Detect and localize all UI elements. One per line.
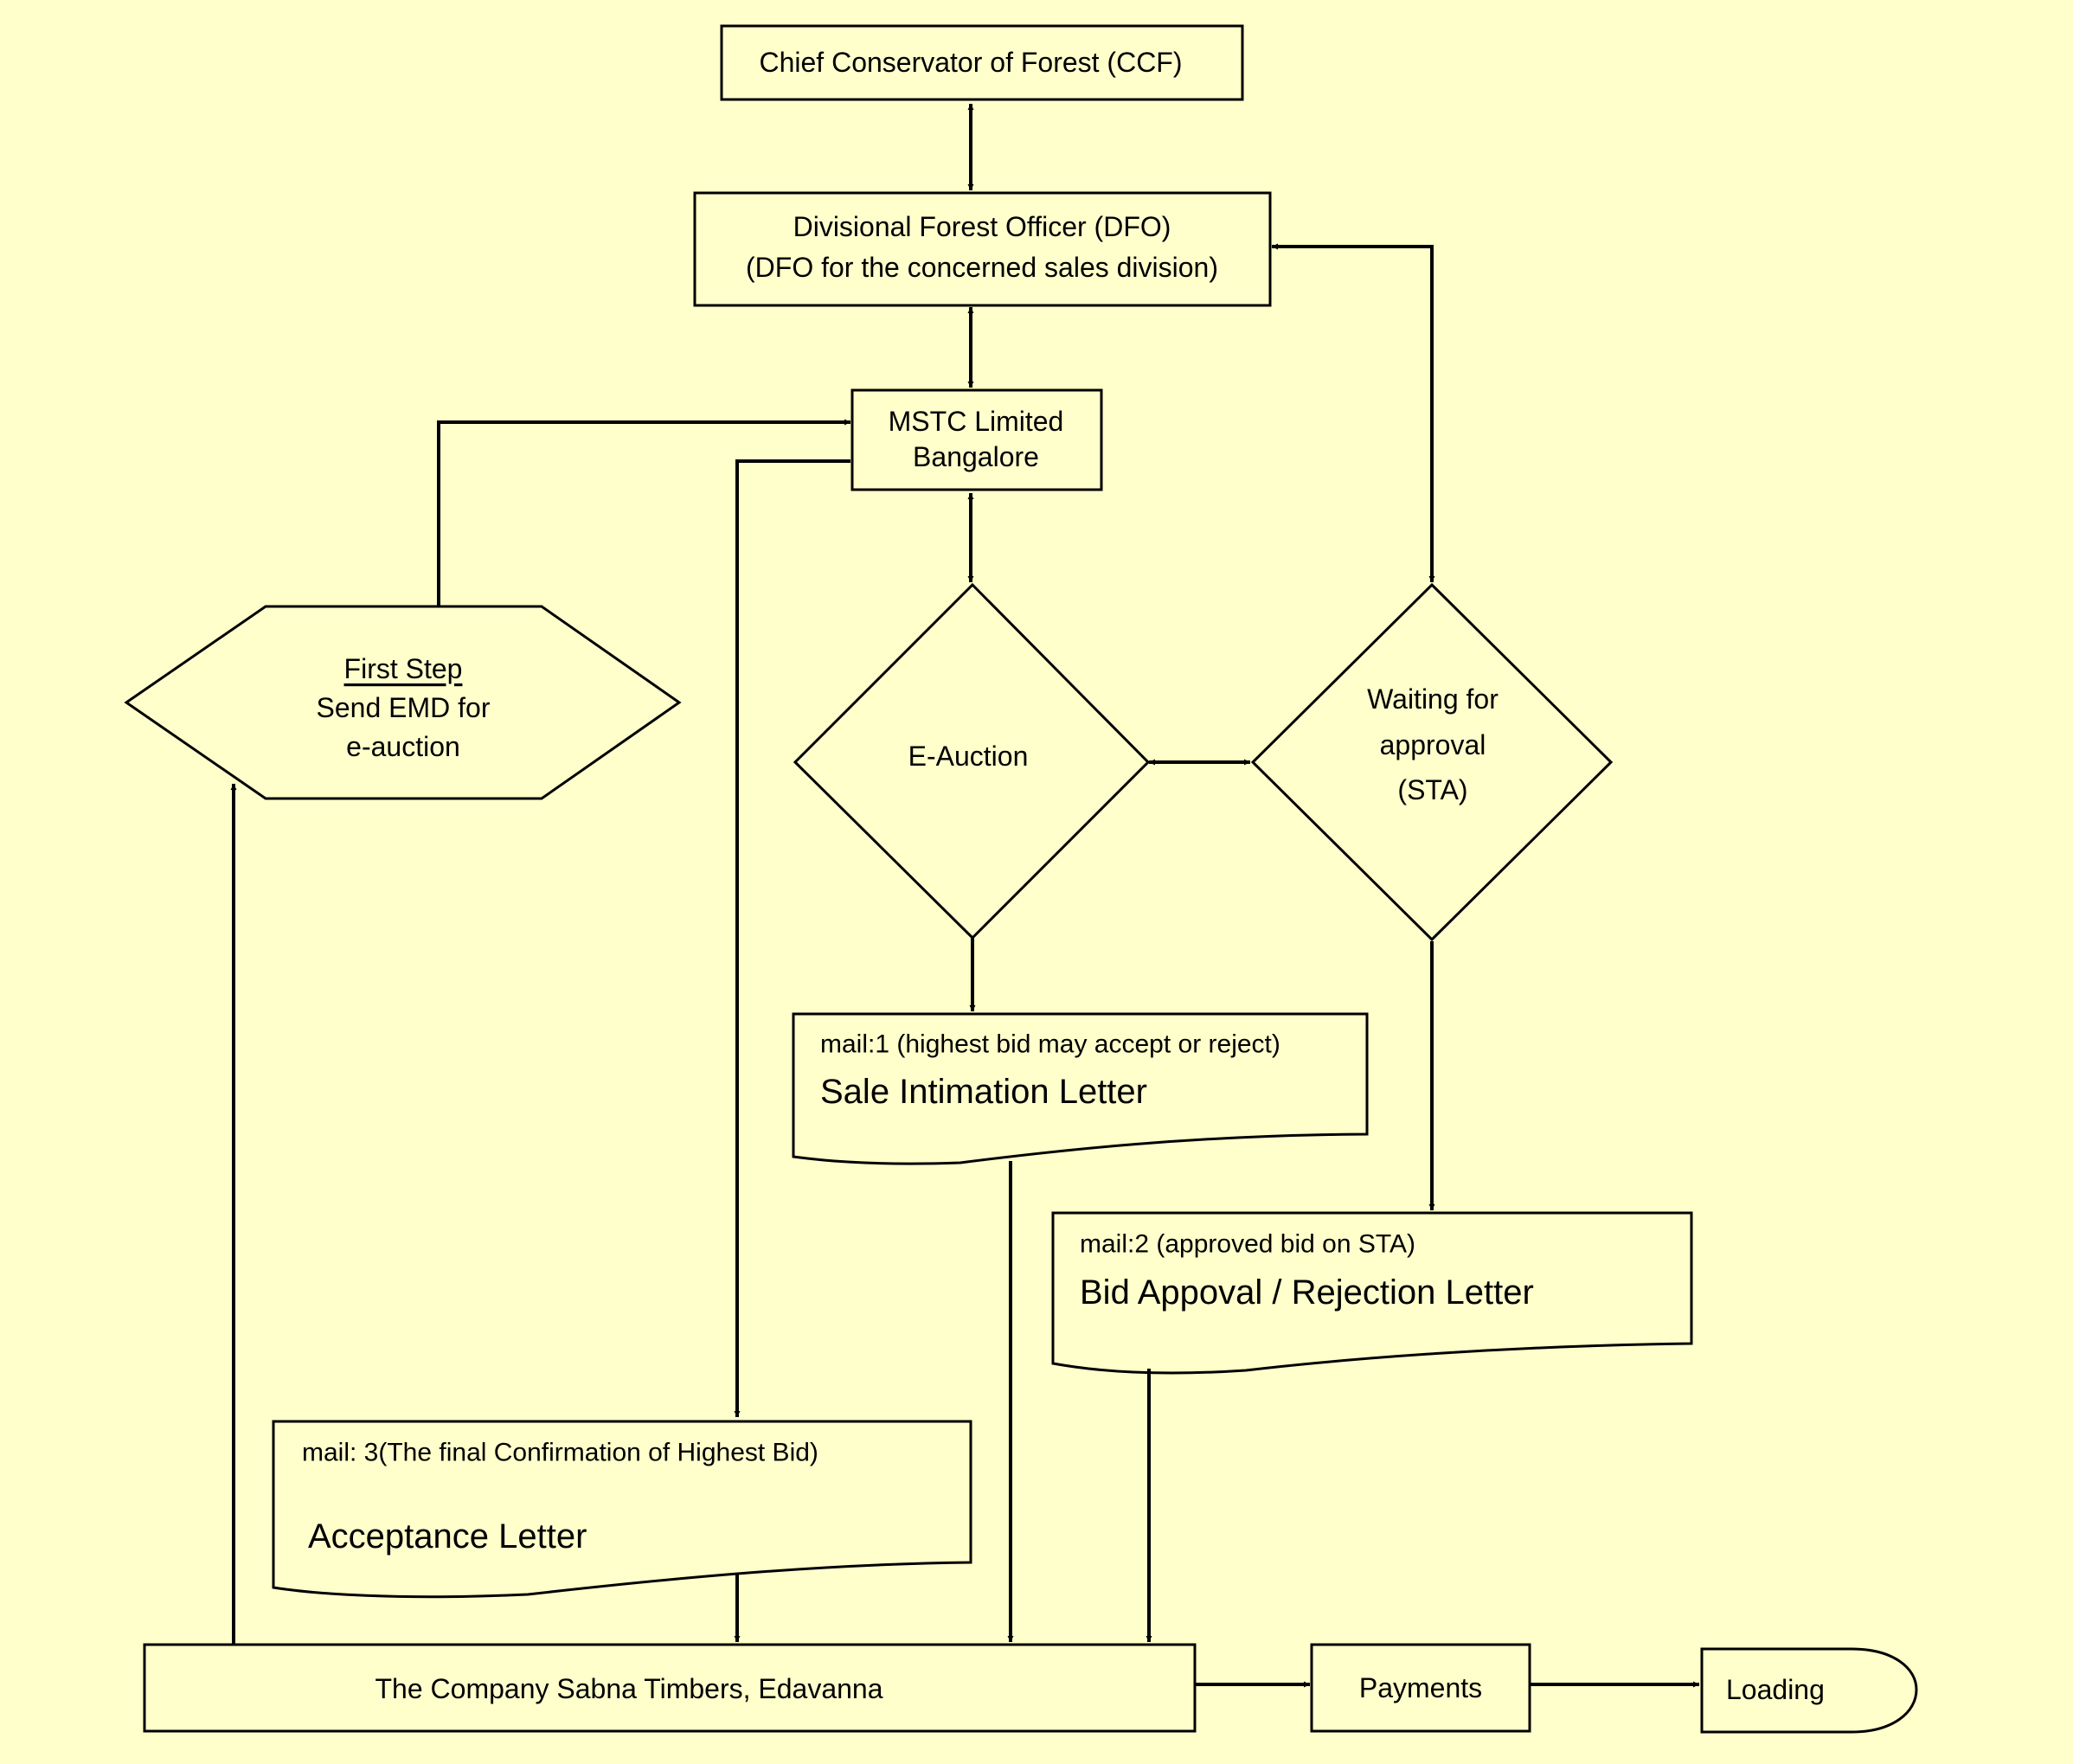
edge-firststep-mstc xyxy=(437,419,850,606)
node-mail2: mail:2 (approved bid on STA) Bid Appoval… xyxy=(1051,1211,1693,1375)
waiting-line1: Waiting for xyxy=(1367,683,1499,715)
payments-label: Payments xyxy=(1359,1672,1482,1703)
node-e-auction: E-Auction xyxy=(793,582,1151,940)
node-ccf: Chief Conservator of Forest (CCF) xyxy=(720,24,1244,101)
connectors xyxy=(230,104,1699,1688)
dfo-label-line1: Divisional Forest Officer (DFO) xyxy=(793,211,1171,242)
first-step-line2: Send EMD for xyxy=(317,692,491,723)
mail3-document xyxy=(272,1420,972,1599)
ccf-label: Chief Conservator of Forest (CCF) xyxy=(759,47,1182,78)
mail2-document xyxy=(1051,1211,1693,1375)
node-mail3: mail: 3(The final Confirmation of Highes… xyxy=(272,1420,972,1599)
dfo-box xyxy=(693,191,1272,307)
mstc-label-line2: Bangalore xyxy=(913,441,1039,472)
e-auction-label: E-Auction xyxy=(908,741,1029,772)
mail3-caption: mail: 3(The final Confirmation of Highes… xyxy=(302,1439,818,1467)
mail1-document xyxy=(792,1012,1369,1165)
company-label: The Company Sabna Timbers, Edavanna xyxy=(375,1673,883,1704)
waiting-line2: approval xyxy=(1380,729,1486,760)
mail3-title: Acceptance Letter xyxy=(308,1517,587,1556)
mstc-box xyxy=(850,388,1103,491)
company-box xyxy=(143,1643,1197,1733)
node-dfo: Divisional Forest Officer (DFO) (DFO for… xyxy=(693,191,1272,307)
node-mail1: mail:1 (highest bid may accept or reject… xyxy=(792,1012,1369,1165)
mail1-title: Sale Intimation Letter xyxy=(820,1073,1147,1111)
waiting-diamond xyxy=(1250,582,1614,942)
mail2-title: Bid Appoval / Rejection Letter xyxy=(1080,1273,1534,1312)
mail2-caption: mail:2 (approved bid on STA) xyxy=(1080,1230,1415,1259)
node-first-step: First Step Send EMD for e-auction xyxy=(124,605,682,800)
node-payments: Payments xyxy=(1310,1643,1531,1733)
ccf-box xyxy=(720,24,1244,101)
node-company: The Company Sabna Timbers, Edavanna xyxy=(143,1643,1197,1733)
mstc-label-line1: MSTC Limited xyxy=(889,406,1064,437)
loading-label: Loading xyxy=(1726,1674,1825,1705)
payments-box xyxy=(1310,1643,1531,1733)
edge-mstc-mail3 xyxy=(734,459,850,1417)
first-step-hexagon xyxy=(124,605,682,800)
dfo-label-line2: (DFO for the concerned sales division) xyxy=(746,252,1218,283)
node-loading: Loading xyxy=(1700,1647,1918,1734)
loading-shape xyxy=(1700,1647,1918,1734)
first-step-title: First Step xyxy=(344,653,463,684)
e-auction-diamond xyxy=(793,582,1151,940)
first-step-line3: e-auction xyxy=(346,731,460,762)
edge-dfo-waiting xyxy=(1272,243,1435,582)
mail1-caption: mail:1 (highest bid may accept or reject… xyxy=(820,1030,1280,1059)
node-waiting-approval: Waiting for approval (STA) xyxy=(1250,582,1614,942)
node-mstc: MSTC Limited Bangalore xyxy=(850,388,1103,491)
waiting-line3: (STA) xyxy=(1397,774,1467,805)
